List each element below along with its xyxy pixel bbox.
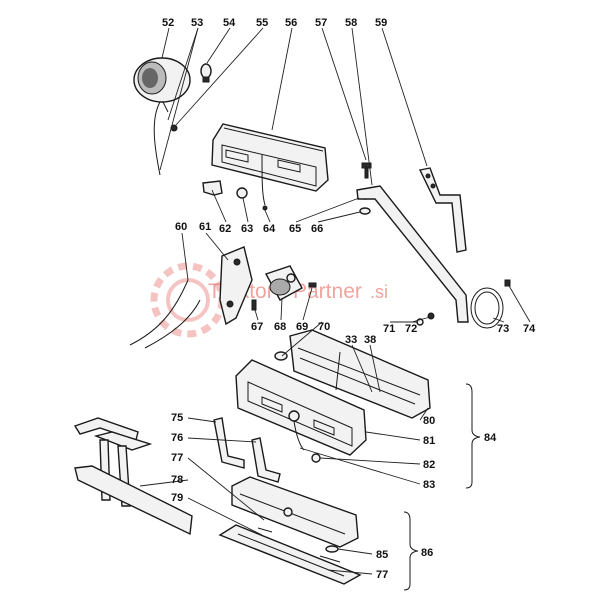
nut-66 bbox=[359, 207, 371, 215]
screw-74 bbox=[504, 279, 511, 287]
callout-85: 85 bbox=[376, 549, 388, 561]
callout-62: 62 bbox=[219, 223, 231, 235]
callout-67: 67 bbox=[251, 321, 263, 333]
callout-55: 55 bbox=[256, 17, 268, 29]
callout-60: 60 bbox=[175, 221, 187, 233]
clip bbox=[202, 180, 223, 196]
lamp-brackets bbox=[213, 417, 281, 483]
callout-72: 72 bbox=[405, 323, 417, 335]
callout-75: 75 bbox=[171, 412, 183, 424]
bulb bbox=[200, 63, 212, 83]
callout-69: 69 bbox=[296, 321, 308, 333]
callout-33: 33 bbox=[345, 334, 357, 346]
angle-bracket bbox=[418, 167, 467, 253]
callout-77-lower: 77 bbox=[376, 569, 388, 581]
callout-80: 80 bbox=[423, 415, 435, 427]
callout-61: 61 bbox=[199, 221, 211, 233]
callout-65: 65 bbox=[289, 223, 301, 235]
plate-lamp-cover bbox=[231, 476, 359, 548]
bulb-holder bbox=[264, 265, 303, 301]
callout-53: 53 bbox=[191, 17, 203, 29]
mounting-screw bbox=[361, 162, 372, 179]
callout-68: 68 bbox=[274, 321, 286, 333]
callout-78: 78 bbox=[171, 474, 183, 486]
callout-82: 82 bbox=[423, 459, 435, 471]
grommet bbox=[236, 187, 248, 199]
grommet-82 bbox=[311, 453, 321, 463]
callout-74: 74 bbox=[523, 323, 536, 335]
callout-56: 56 bbox=[285, 17, 297, 29]
screw-85 bbox=[325, 545, 339, 553]
watermark-right: Partner bbox=[293, 280, 362, 303]
callout-73: 73 bbox=[497, 323, 509, 335]
callout-81: 81 bbox=[423, 435, 435, 447]
lamp-socket-plate bbox=[129, 246, 253, 349]
rear-lamp-housing bbox=[235, 359, 367, 456]
screw-67 bbox=[251, 299, 257, 311]
assembly-brace-84 bbox=[465, 383, 481, 489]
callout-labels: 52 53 54 55 56 57 58 59 60 61 62 63 64 6… bbox=[162, 17, 536, 581]
plate-lamp-base bbox=[218, 524, 362, 585]
screw-69 bbox=[308, 282, 317, 288]
callout-77: 77 bbox=[171, 452, 183, 464]
callout-57: 57 bbox=[315, 17, 327, 29]
callout-58: 58 bbox=[345, 17, 357, 29]
leader-lines bbox=[139, 27, 531, 575]
callout-84: 84 bbox=[484, 432, 497, 444]
callout-59: 59 bbox=[375, 17, 387, 29]
lamp-ring bbox=[470, 287, 504, 329]
callout-63: 63 bbox=[241, 223, 253, 235]
spot-lamp bbox=[133, 57, 191, 176]
callout-54: 54 bbox=[223, 17, 236, 29]
callout-71: 71 bbox=[383, 323, 395, 335]
callout-66: 66 bbox=[311, 223, 323, 235]
callout-38: 38 bbox=[364, 334, 376, 346]
callout-83: 83 bbox=[423, 479, 435, 491]
callout-79: 79 bbox=[171, 492, 183, 504]
callout-86: 86 bbox=[421, 547, 433, 559]
callout-64: 64 bbox=[263, 223, 276, 235]
callout-76: 76 bbox=[171, 432, 183, 444]
watermark-suffix: .si bbox=[370, 282, 388, 302]
nut-72 bbox=[427, 312, 435, 320]
upper-lamp-housing bbox=[211, 123, 329, 211]
callout-52: 52 bbox=[162, 17, 174, 29]
plate-frame bbox=[73, 417, 193, 536]
long-bracket bbox=[356, 185, 469, 323]
callout-70: 70 bbox=[318, 321, 330, 333]
assembly-brace-86 bbox=[403, 511, 419, 591]
